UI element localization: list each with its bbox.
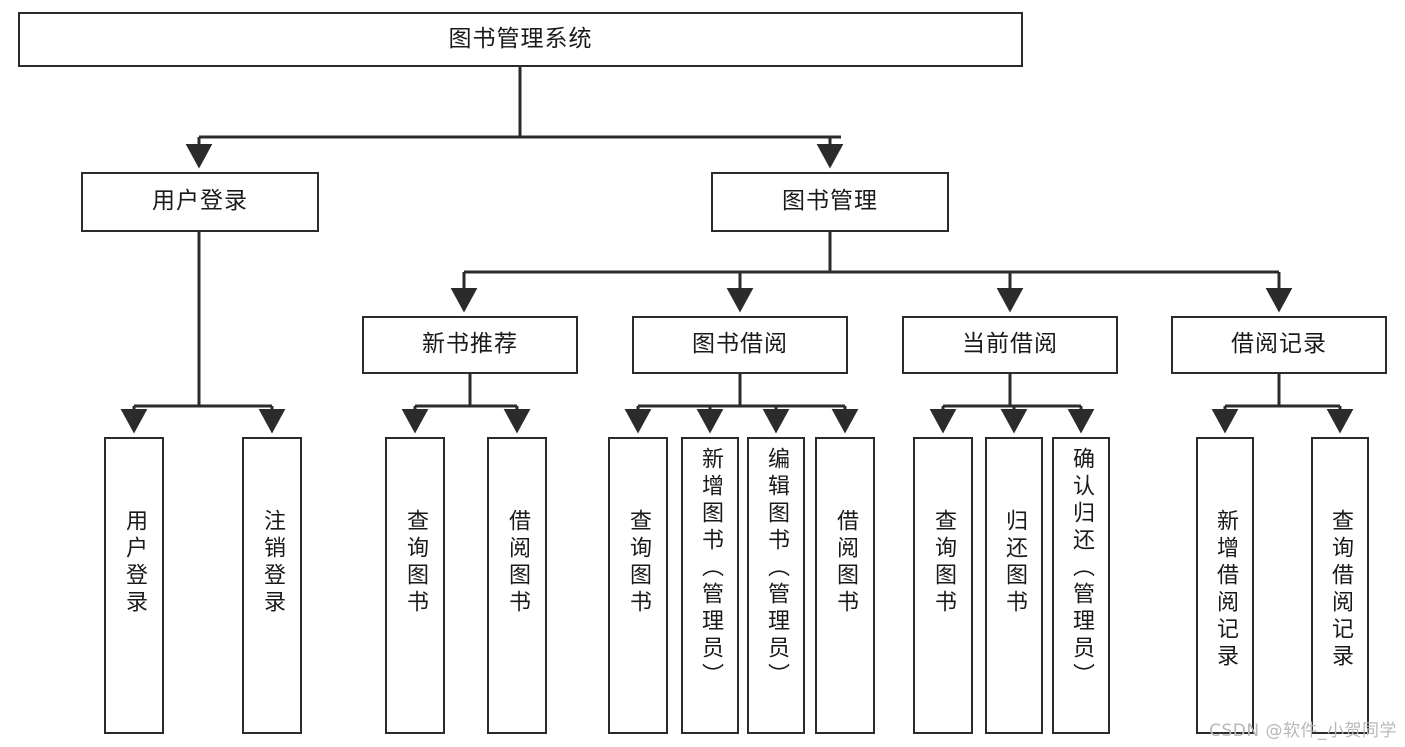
node-nbr-query[interactable]: 查询图书 <box>385 437 445 734</box>
node-borrow-record[interactable]: 借阅记录 <box>1171 316 1387 374</box>
node-root-label: 图书管理系统 <box>448 25 593 52</box>
node-user-login[interactable]: 用户登录 <box>81 172 319 232</box>
node-bb-add-label: 新增图书（管理员） <box>698 447 723 690</box>
node-borrow-record-label: 借阅记录 <box>1231 331 1327 358</box>
node-root[interactable]: 图书管理系统 <box>18 12 1023 67</box>
node-br-add[interactable]: 新增借阅记录 <box>1196 437 1254 734</box>
node-cb-query-label: 查询图书 <box>931 509 956 617</box>
node-current-borrow-label: 当前借阅 <box>962 331 1058 358</box>
node-new-book-rec[interactable]: 新书推荐 <box>362 316 578 374</box>
node-cb-return-label: 归还图书 <box>1002 509 1027 617</box>
node-user-login-label: 用户登录 <box>152 188 248 215</box>
node-bb-borrow[interactable]: 借阅图书 <box>815 437 875 734</box>
node-book-manage-label: 图书管理 <box>782 188 878 215</box>
node-nbr-borrow[interactable]: 借阅图书 <box>487 437 547 734</box>
node-bb-add[interactable]: 新增图书（管理员） <box>681 437 739 734</box>
node-book-borrow-label: 图书借阅 <box>692 331 788 358</box>
node-nbr-query-label: 查询图书 <box>403 509 428 617</box>
node-book-manage[interactable]: 图书管理 <box>711 172 949 232</box>
node-bb-borrow-label: 借阅图书 <box>833 509 858 617</box>
node-cb-confirm[interactable]: 确认归还（管理员） <box>1052 437 1110 734</box>
node-current-borrow[interactable]: 当前借阅 <box>902 316 1118 374</box>
node-cb-query[interactable]: 查询图书 <box>913 437 973 734</box>
node-user-login-leaf-label: 用户登录 <box>122 509 147 617</box>
node-br-query[interactable]: 查询借阅记录 <box>1311 437 1369 734</box>
node-book-borrow[interactable]: 图书借阅 <box>632 316 848 374</box>
node-bb-edit-label: 编辑图书（管理员） <box>764 447 789 690</box>
csdn-watermark: CSDN @软件_小贺同学 <box>1209 721 1397 741</box>
node-user-logout-leaf-label: 注销登录 <box>260 509 285 617</box>
node-bb-query-label: 查询图书 <box>626 509 651 617</box>
node-bb-query[interactable]: 查询图书 <box>608 437 668 734</box>
node-cb-return[interactable]: 归还图书 <box>985 437 1043 734</box>
node-bb-edit[interactable]: 编辑图书（管理员） <box>747 437 805 734</box>
node-cb-confirm-label: 确认归还（管理员） <box>1069 447 1094 690</box>
node-user-logout-leaf[interactable]: 注销登录 <box>242 437 302 734</box>
node-new-book-rec-label: 新书推荐 <box>422 331 518 358</box>
node-nbr-borrow-label: 借阅图书 <box>505 509 530 617</box>
node-user-login-leaf[interactable]: 用户登录 <box>104 437 164 734</box>
node-br-query-label: 查询借阅记录 <box>1328 509 1353 671</box>
node-br-add-label: 新增借阅记录 <box>1213 509 1238 671</box>
